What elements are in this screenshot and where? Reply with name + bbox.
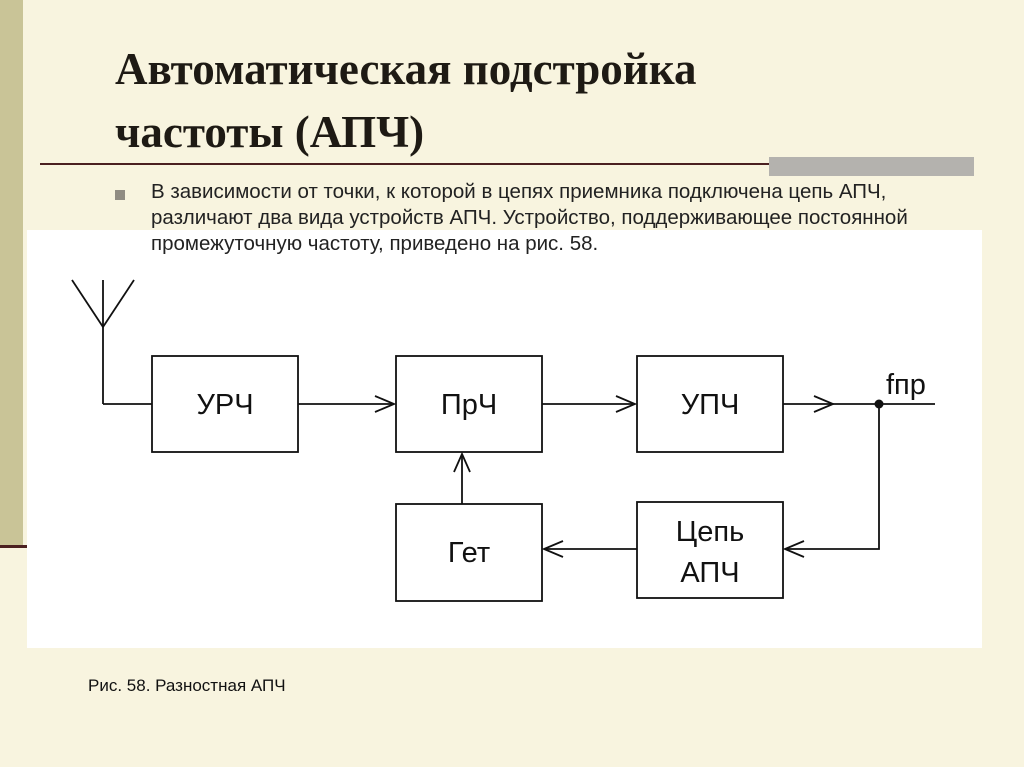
arrow-upch-output xyxy=(783,395,935,413)
arrow-output-apch xyxy=(782,404,880,558)
block-get xyxy=(395,503,543,602)
block-urch-label: УРЧ xyxy=(196,389,253,421)
title-divider-accent xyxy=(769,157,974,176)
arrow-apch-get xyxy=(541,540,637,558)
block-prch-label: ПрЧ xyxy=(441,389,497,421)
left-decor-bar xyxy=(0,0,23,548)
block-upch-label: УПЧ xyxy=(681,389,740,421)
bullet-marker xyxy=(115,190,125,200)
arrow-urch-prch xyxy=(298,395,397,413)
title-divider xyxy=(40,163,974,165)
block-apch-label-line1: Цепь xyxy=(676,516,744,548)
output-frequency-label: fпр xyxy=(886,369,926,401)
output-junction-dot xyxy=(874,399,884,409)
arrow-prch-upch xyxy=(542,395,638,413)
arrow-get-prch xyxy=(453,451,471,504)
block-apch xyxy=(636,501,784,599)
block-get-label: Гет xyxy=(448,537,490,569)
block-apch-label-line2: АПЧ xyxy=(680,557,739,589)
diagram-panel xyxy=(27,230,982,648)
body-paragraph: В зависимости от точки, к которой в цепя… xyxy=(151,180,908,255)
figure-caption: Рис. 58. Разностная АПЧ xyxy=(88,676,286,695)
antenna-symbol xyxy=(71,279,135,404)
slide-title: Автоматическая подстройка частоты (АПЧ) xyxy=(115,44,697,157)
